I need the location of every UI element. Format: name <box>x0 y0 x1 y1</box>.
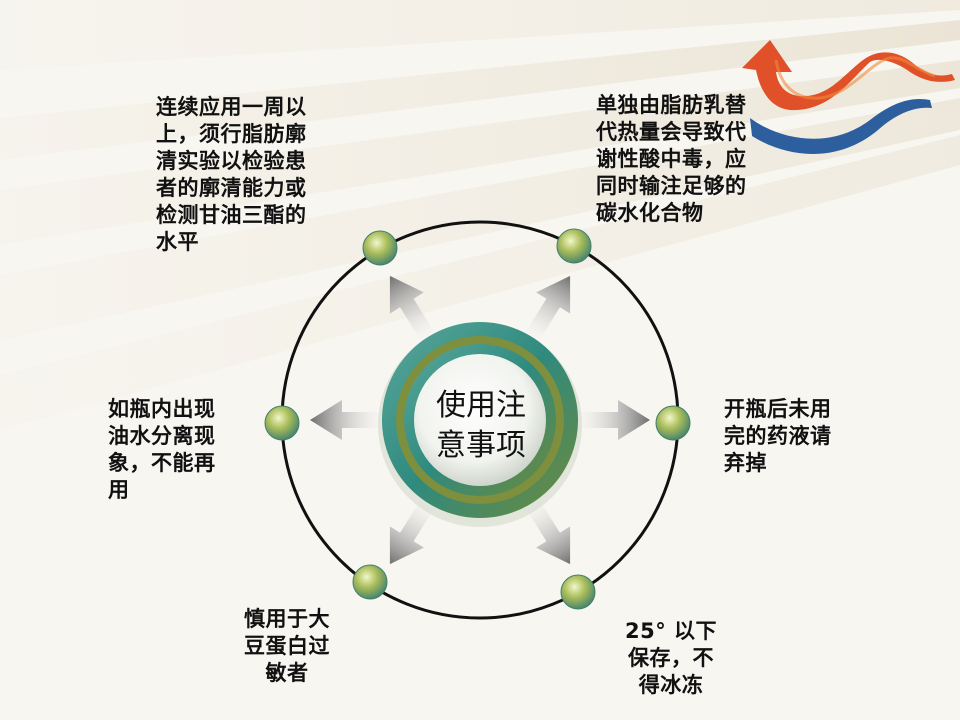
note-bottom-right: 25° 以下 保存，不 得冰冻 <box>624 619 718 697</box>
node-top-right <box>556 228 592 264</box>
arrow-top-left <box>389 275 439 347</box>
note-left: 如瓶内出现 油水分离现 象，不能再 用 <box>108 397 216 502</box>
center-title: 使用注 意事项 <box>436 388 526 463</box>
center-hub <box>378 322 582 527</box>
node-left <box>264 405 300 441</box>
arrow-right <box>572 400 650 440</box>
node-bottom-left <box>352 564 388 600</box>
note-right: 开瓶后未用 完的药液请 弃掉 <box>724 397 832 475</box>
node-right <box>655 405 691 441</box>
curved-arrows-graphic <box>742 40 955 155</box>
note-bottom-left: 慎用于大 豆蛋白过 敏者 <box>244 607 330 685</box>
node-bottom-right <box>560 574 596 610</box>
note-top-right: 单独由脂肪乳替 代热量会导致代 谢性酸中毒，应 同时输注足够的 碳水化合物 <box>596 93 747 225</box>
note-top-left: 连续应用一周以 上，须行脂肪廓 清实验以检验患 者的廓清能力或 检测甘油三酯的 … <box>156 95 307 254</box>
node-top-left <box>362 230 398 266</box>
outer-nodes <box>264 228 691 610</box>
light-rays <box>0 0 960 430</box>
arrow-top-right <box>521 275 571 347</box>
arrow-left <box>310 400 388 440</box>
